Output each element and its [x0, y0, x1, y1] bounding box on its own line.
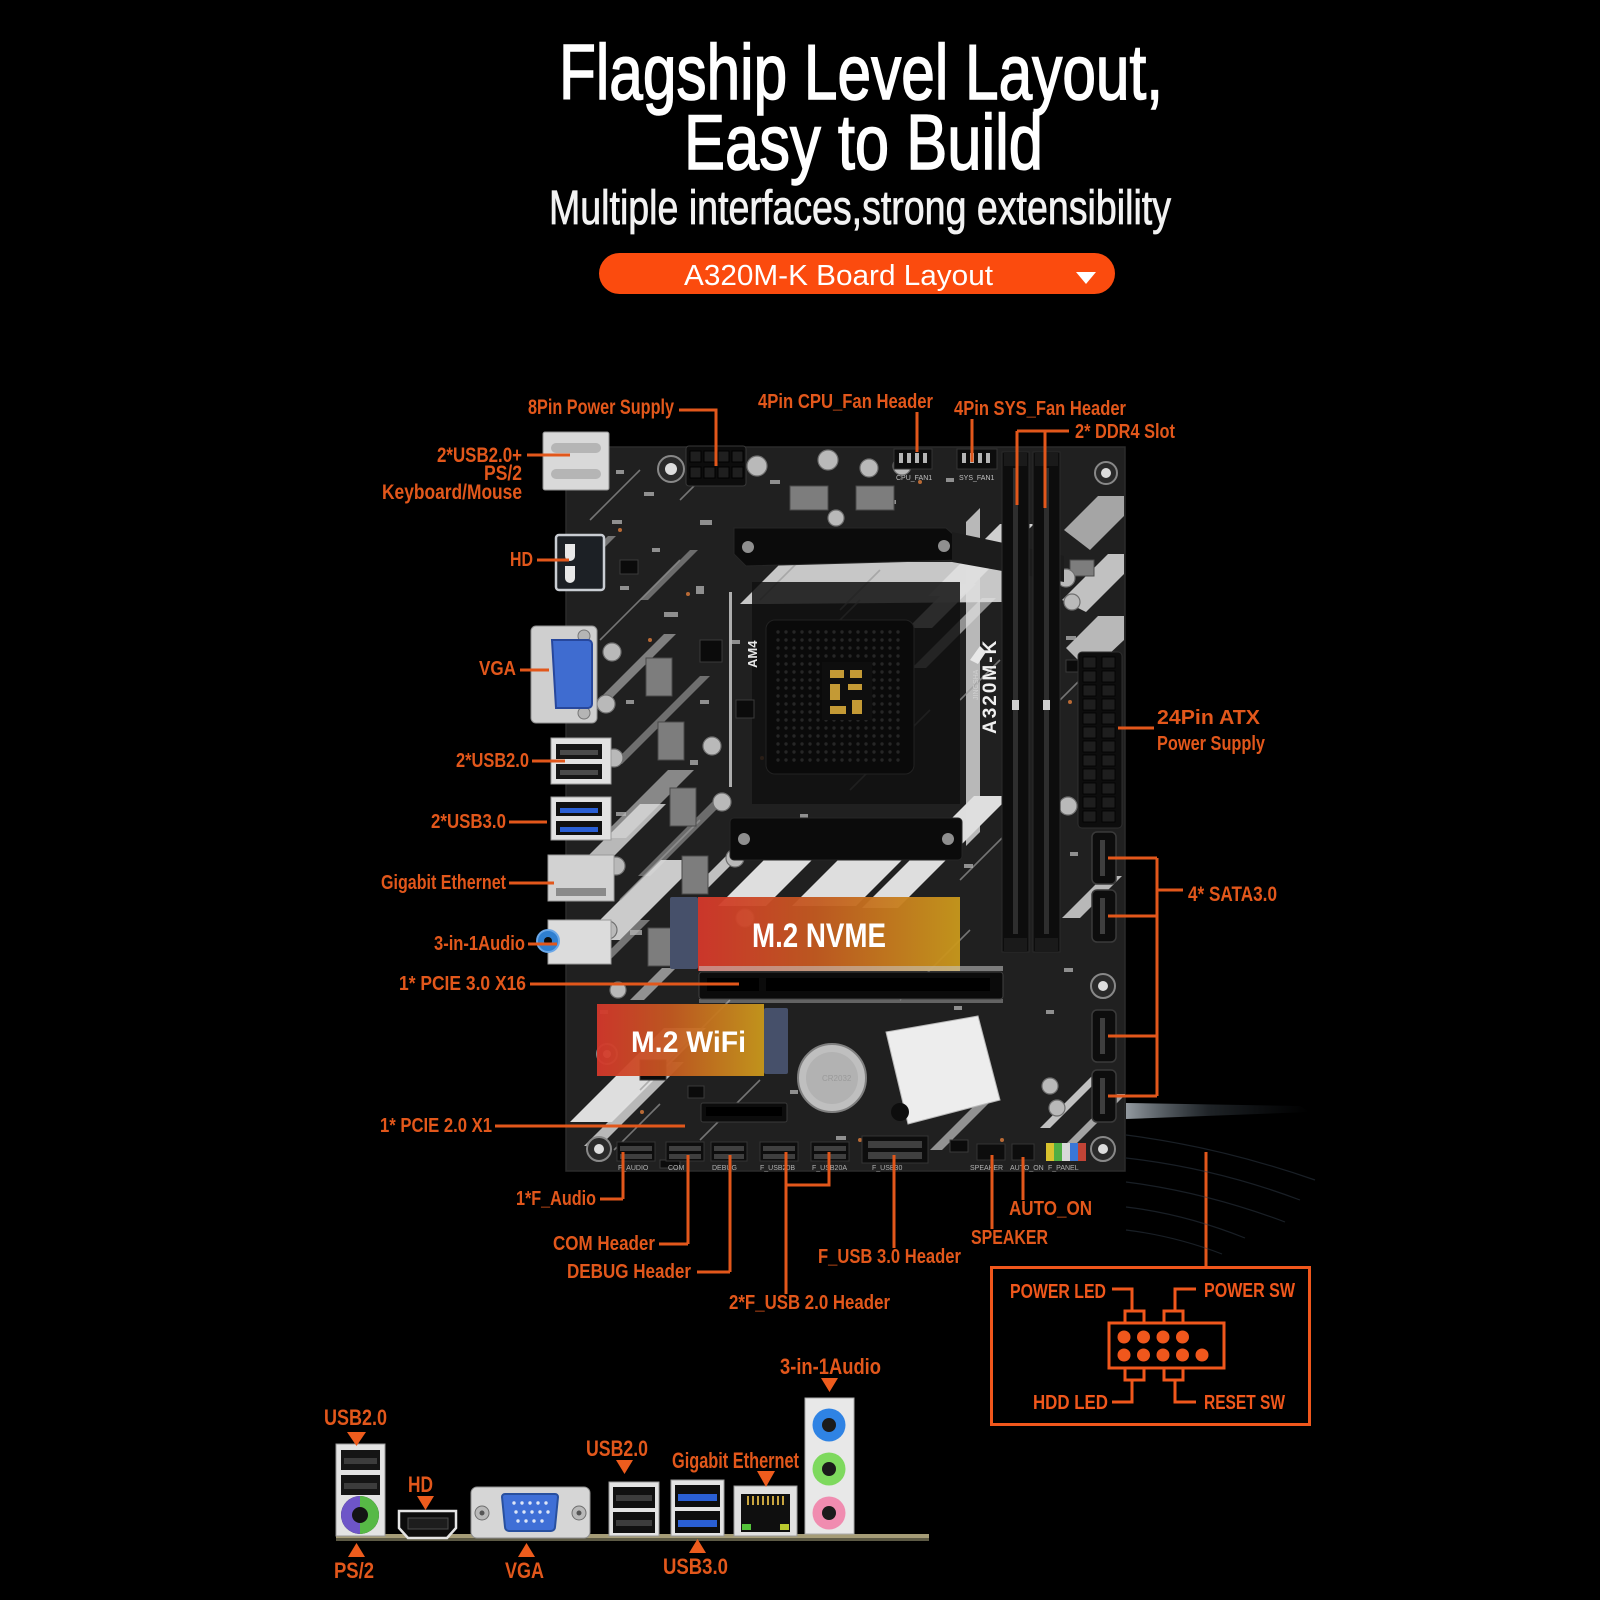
svg-text:COM: COM [668, 1165, 685, 1172]
svg-text:HD: HD [510, 549, 533, 571]
svg-text:2*F_USB 2.0 Header: 2*F_USB 2.0 Header [729, 1292, 890, 1314]
svg-text:PS/2: PS/2 [334, 1558, 374, 1583]
svg-text:3-in-1Audio: 3-in-1Audio [434, 933, 525, 955]
svg-text:COM Header: COM Header [553, 1233, 655, 1255]
svg-text:F_USB 3.0 Header: F_USB 3.0 Header [818, 1246, 961, 1268]
svg-text:CPU_FAN1: CPU_FAN1 [896, 475, 932, 482]
svg-text:F_PANEL: F_PANEL [1048, 1165, 1079, 1172]
svg-text:USB3.0: USB3.0 [663, 1554, 728, 1579]
svg-text:RESET SW: RESET SW [1204, 1392, 1285, 1414]
svg-text:SPEAKER: SPEAKER [971, 1227, 1048, 1249]
svg-text:8Pin Power Supply: 8Pin Power Supply [528, 396, 674, 419]
svg-text:F_AUDIO: F_AUDIO [618, 1165, 649, 1172]
svg-text:DEBUG: DEBUG [712, 1165, 737, 1172]
svg-text:1* PCIE 3.0 X16: 1* PCIE 3.0 X16 [399, 973, 526, 995]
svg-text:2*USB2.0+: 2*USB2.0+ [437, 444, 522, 467]
svg-text:1* PCIE 2.0 X1: 1* PCIE 2.0 X1 [380, 1115, 492, 1137]
svg-text:USB2.0: USB2.0 [586, 1436, 648, 1461]
svg-text:AUTO_ON: AUTO_ON [1010, 1165, 1044, 1172]
svg-text:SPEAKER: SPEAKER [970, 1165, 1003, 1172]
svg-text:DEBUG Header: DEBUG Header [567, 1261, 691, 1283]
svg-text:AM4: AM4 [745, 640, 760, 668]
svg-text:Flagship Level Layout,: Flagship Level Layout, [559, 28, 1163, 116]
svg-text:USB2.0: USB2.0 [324, 1405, 387, 1430]
svg-text:A320M-K: A320M-K [980, 639, 1001, 734]
svg-text:Keyboard/Mouse: Keyboard/Mouse [382, 481, 522, 504]
svg-text:HD: HD [408, 1472, 433, 1497]
svg-text:3-in-1Audio: 3-in-1Audio [780, 1354, 881, 1379]
svg-text:2*USB2.0: 2*USB2.0 [456, 750, 529, 772]
svg-text:4* SATA3.0: 4* SATA3.0 [1188, 883, 1277, 906]
svg-text:24Pin ATX: 24Pin ATX [1157, 707, 1261, 729]
svg-text:1*F_Audio: 1*F_Audio [516, 1188, 596, 1210]
svg-text:VGA: VGA [505, 1558, 544, 1583]
svg-text:CR2032: CR2032 [822, 1074, 852, 1083]
svg-text:Easy to Build: Easy to Build [684, 98, 1043, 186]
svg-text:Gigabit Ethernet: Gigabit Ethernet [381, 872, 506, 894]
svg-text:POWER LED: POWER LED [1010, 1281, 1106, 1303]
svg-text:A320M-K Board Layout: A320M-K Board Layout [684, 260, 993, 292]
svg-text:PS/2: PS/2 [484, 462, 522, 485]
svg-text:SYS_FAN1: SYS_FAN1 [959, 475, 995, 482]
svg-text:4Pin SYS_Fan Header: 4Pin SYS_Fan Header [954, 398, 1126, 420]
svg-text:Multiple interfaces,strong ext: Multiple interfaces,strong extensibility [549, 182, 1171, 235]
svg-text:POWER SW: POWER SW [1204, 1280, 1295, 1302]
svg-text:Power Supply: Power Supply [1157, 733, 1266, 755]
svg-text:JINGSHA: JINGSHA [973, 669, 980, 700]
svg-text:Gigabit Ethernet: Gigabit Ethernet [672, 1448, 799, 1473]
svg-text:VGA: VGA [479, 658, 516, 680]
svg-text:2*USB3.0: 2*USB3.0 [431, 811, 506, 833]
svg-text:HDD LED: HDD LED [1033, 1392, 1108, 1414]
svg-text:AUTO_ON: AUTO_ON [1009, 1198, 1092, 1220]
svg-text:F_USB20B: F_USB20B [760, 1165, 795, 1172]
svg-text:F_USB30: F_USB30 [872, 1165, 902, 1172]
svg-text:4Pin CPU_Fan Header: 4Pin CPU_Fan Header [758, 391, 933, 413]
svg-text:2* DDR4 Slot: 2* DDR4 Slot [1075, 421, 1175, 443]
svg-text:M.2 WiFi: M.2 WiFi [631, 1026, 746, 1059]
svg-text:M.2 NVME: M.2 NVME [752, 917, 886, 955]
